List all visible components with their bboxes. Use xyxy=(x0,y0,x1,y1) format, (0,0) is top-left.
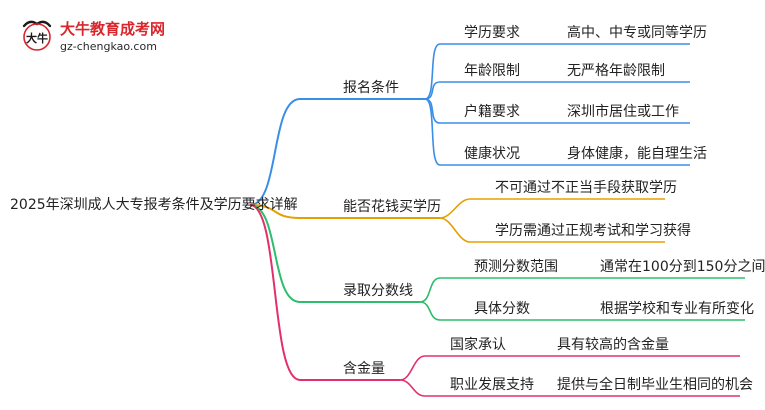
leaf-value: 无严格年龄限制 xyxy=(567,63,665,79)
branch-label: 能否花钱买学历 xyxy=(343,199,441,215)
bull-logo-icon: 大牛 xyxy=(22,20,52,51)
site-logo: 大牛 大牛教育成考网 gz-chengkao.com xyxy=(18,14,218,60)
leaf-connector xyxy=(439,198,471,219)
leaf-key: 健康状况 xyxy=(464,146,520,162)
branch-connector xyxy=(249,204,301,381)
leaf-key: 预测分数范围 xyxy=(474,259,558,275)
leaf-key: 学历需通过正规考试和学习获得 xyxy=(495,223,691,239)
logo-site-url: gz-chengkao.com xyxy=(60,40,157,53)
svg-text:大牛: 大牛 xyxy=(26,31,48,45)
leaf-connector xyxy=(399,355,426,381)
leaf-key: 具体分数 xyxy=(474,301,530,317)
branch-connector xyxy=(249,204,301,303)
leaf-value: 高中、中专或同等学历 xyxy=(567,25,707,41)
root-node-title: 2025年深圳成人大专报考条件及学历要求详解 xyxy=(10,197,298,213)
leaf-value: 提供与全日制毕业生相同的机会 xyxy=(557,377,753,393)
leaf-connector xyxy=(419,277,441,303)
leaf-connector xyxy=(419,301,441,321)
leaf-key: 年龄限制 xyxy=(464,63,520,79)
leaf-key: 不可通过不正当手段获取学历 xyxy=(495,180,677,196)
logo-site-name: 大牛教育成考网 xyxy=(60,20,166,38)
branch-label: 录取分数线 xyxy=(343,283,413,299)
leaf-key: 职业发展支持 xyxy=(450,377,534,393)
leaf-connector xyxy=(424,81,441,100)
leaf-value: 根据学校和专业有所变化 xyxy=(600,301,754,317)
leaf-key: 国家承认 xyxy=(450,337,506,353)
branch-label: 报名条件 xyxy=(343,80,399,96)
leaf-connector xyxy=(439,217,471,243)
leaf-value: 具有较高的含金量 xyxy=(557,337,669,353)
branch-connector xyxy=(249,98,301,206)
leaf-connector xyxy=(424,43,441,100)
leaf-key: 户籍要求 xyxy=(464,104,520,120)
leaf-value: 通常在100分到150分之间 xyxy=(600,259,765,275)
leaf-key: 学历要求 xyxy=(464,25,520,41)
leaf-connector xyxy=(424,98,441,166)
branch-label: 含金量 xyxy=(343,361,385,377)
leaf-connector xyxy=(399,379,426,397)
leaf-value: 身体健康，能自理生活 xyxy=(567,146,707,162)
branch-connector xyxy=(249,204,301,219)
leaf-value: 深圳市居住或工作 xyxy=(567,104,679,120)
